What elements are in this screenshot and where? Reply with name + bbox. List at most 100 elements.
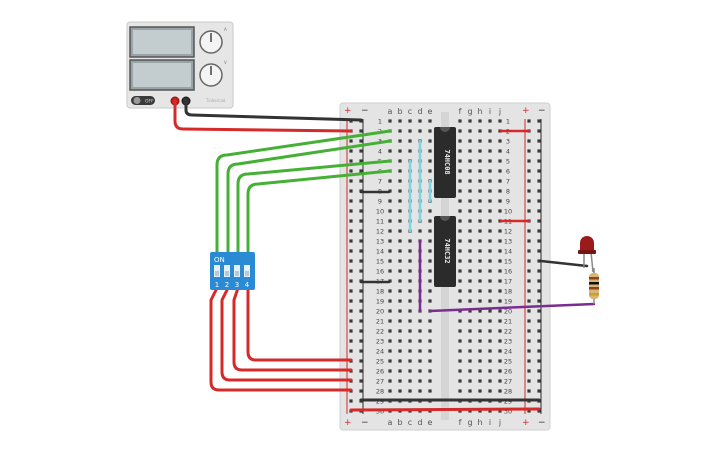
breadboard-hole[interactable] (498, 309, 502, 313)
breadboard-hole[interactable] (428, 119, 432, 123)
breadboard-hole[interactable] (428, 359, 432, 363)
breadboard-hole[interactable] (359, 159, 363, 163)
breadboard-hole[interactable] (349, 249, 353, 253)
breadboard-hole[interactable] (398, 169, 402, 173)
breadboard-hole[interactable] (537, 289, 541, 293)
breadboard-hole[interactable] (468, 189, 472, 193)
breadboard-hole[interactable] (428, 249, 432, 253)
breadboard-hole[interactable] (488, 309, 492, 313)
breadboard-hole[interactable] (488, 319, 492, 323)
breadboard-hole[interactable] (388, 219, 392, 223)
breadboard-hole[interactable] (468, 149, 472, 153)
breadboard-hole[interactable] (458, 229, 462, 233)
breadboard-hole[interactable] (478, 329, 482, 333)
breadboard-hole[interactable] (398, 229, 402, 233)
breadboard-hole[interactable] (388, 149, 392, 153)
wire-power-positive[interactable] (173, 99, 353, 133)
breadboard-hole[interactable] (478, 209, 482, 213)
breadboard-hole[interactable] (398, 359, 402, 363)
breadboard-hole[interactable] (498, 279, 502, 283)
breadboard-hole[interactable] (527, 149, 531, 153)
breadboard-hole[interactable] (488, 259, 492, 263)
breadboard-hole[interactable] (468, 359, 472, 363)
breadboard-hole[interactable] (388, 239, 392, 243)
breadboard-hole[interactable] (527, 369, 531, 373)
breadboard-hole[interactable] (468, 219, 472, 223)
breadboard-hole[interactable] (537, 249, 541, 253)
breadboard-hole[interactable] (418, 319, 422, 323)
breadboard-hole[interactable] (359, 209, 363, 213)
breadboard-hole[interactable] (408, 279, 412, 283)
breadboard-hole[interactable] (408, 379, 412, 383)
breadboard-hole[interactable] (468, 249, 472, 253)
breadboard-hole[interactable] (408, 119, 412, 123)
breadboard-hole[interactable] (478, 359, 482, 363)
wire-dip-supply-2[interactable] (220, 286, 353, 382)
breadboard-hole[interactable] (458, 159, 462, 163)
breadboard-hole[interactable] (359, 389, 363, 393)
breadboard-hole[interactable] (468, 159, 472, 163)
breadboard-hole[interactable] (458, 139, 462, 143)
breadboard-hole[interactable] (398, 259, 402, 263)
wire-rail-positive-bridge[interactable] (349, 407, 541, 412)
breadboard-hole[interactable] (418, 229, 422, 233)
breadboard-hole[interactable] (537, 209, 541, 213)
breadboard-hole[interactable] (498, 259, 502, 263)
breadboard-hole[interactable] (408, 139, 412, 143)
breadboard-hole[interactable] (458, 179, 462, 183)
breadboard-hole[interactable] (388, 309, 392, 313)
breadboard-hole[interactable] (527, 359, 531, 363)
chip-74hc08[interactable]: 74HC08 (434, 127, 456, 198)
breadboard-hole[interactable] (388, 179, 392, 183)
breadboard-hole[interactable] (488, 139, 492, 143)
breadboard-hole[interactable] (488, 249, 492, 253)
breadboard-hole[interactable] (488, 239, 492, 243)
breadboard-hole[interactable] (498, 359, 502, 363)
breadboard-hole[interactable] (349, 349, 353, 353)
breadboard-hole[interactable] (527, 269, 531, 273)
breadboard-hole[interactable] (537, 189, 541, 193)
breadboard-hole[interactable] (398, 379, 402, 383)
breadboard-hole[interactable] (468, 239, 472, 243)
breadboard-hole[interactable] (527, 389, 531, 393)
breadboard-hole[interactable] (398, 179, 402, 183)
breadboard-hole[interactable] (498, 159, 502, 163)
breadboard-hole[interactable] (498, 339, 502, 343)
breadboard-hole[interactable] (428, 209, 432, 213)
breadboard-hole[interactable] (388, 389, 392, 393)
breadboard-hole[interactable] (478, 149, 482, 153)
breadboard-hole[interactable] (458, 149, 462, 153)
breadboard-hole[interactable] (458, 259, 462, 263)
breadboard-hole[interactable] (408, 359, 412, 363)
wire-dip-supply-1[interactable] (209, 286, 353, 392)
breadboard-hole[interactable] (478, 119, 482, 123)
breadboard-hole[interactable] (398, 329, 402, 333)
breadboard-hole[interactable] (398, 119, 402, 123)
breadboard-hole[interactable] (458, 249, 462, 253)
breadboard-hole[interactable] (478, 309, 482, 313)
breadboard-hole[interactable] (488, 359, 492, 363)
breadboard-hole[interactable] (408, 269, 412, 273)
breadboard-hole[interactable] (478, 219, 482, 223)
breadboard-hole[interactable] (488, 379, 492, 383)
breadboard-hole[interactable] (537, 389, 541, 393)
breadboard-hole[interactable] (428, 379, 432, 383)
breadboard-hole[interactable] (349, 169, 353, 173)
breadboard-hole[interactable] (468, 259, 472, 263)
breadboard-hole[interactable] (468, 289, 472, 293)
breadboard-hole[interactable] (537, 269, 541, 273)
breadboard-hole[interactable] (488, 299, 492, 303)
breadboard-hole[interactable] (537, 169, 541, 173)
breadboard-hole[interactable] (458, 169, 462, 173)
breadboard-hole[interactable] (388, 299, 392, 303)
breadboard-hole[interactable] (398, 289, 402, 293)
breadboard-hole[interactable] (359, 339, 363, 343)
breadboard-hole[interactable] (428, 159, 432, 163)
breadboard-hole[interactable] (458, 239, 462, 243)
breadboard-hole[interactable] (418, 329, 422, 333)
breadboard-hole[interactable] (537, 199, 541, 203)
breadboard-hole[interactable] (359, 259, 363, 263)
breadboard-hole[interactable] (527, 349, 531, 353)
wire-dip-supply-4[interactable] (246, 286, 353, 362)
breadboard-hole[interactable] (478, 299, 482, 303)
